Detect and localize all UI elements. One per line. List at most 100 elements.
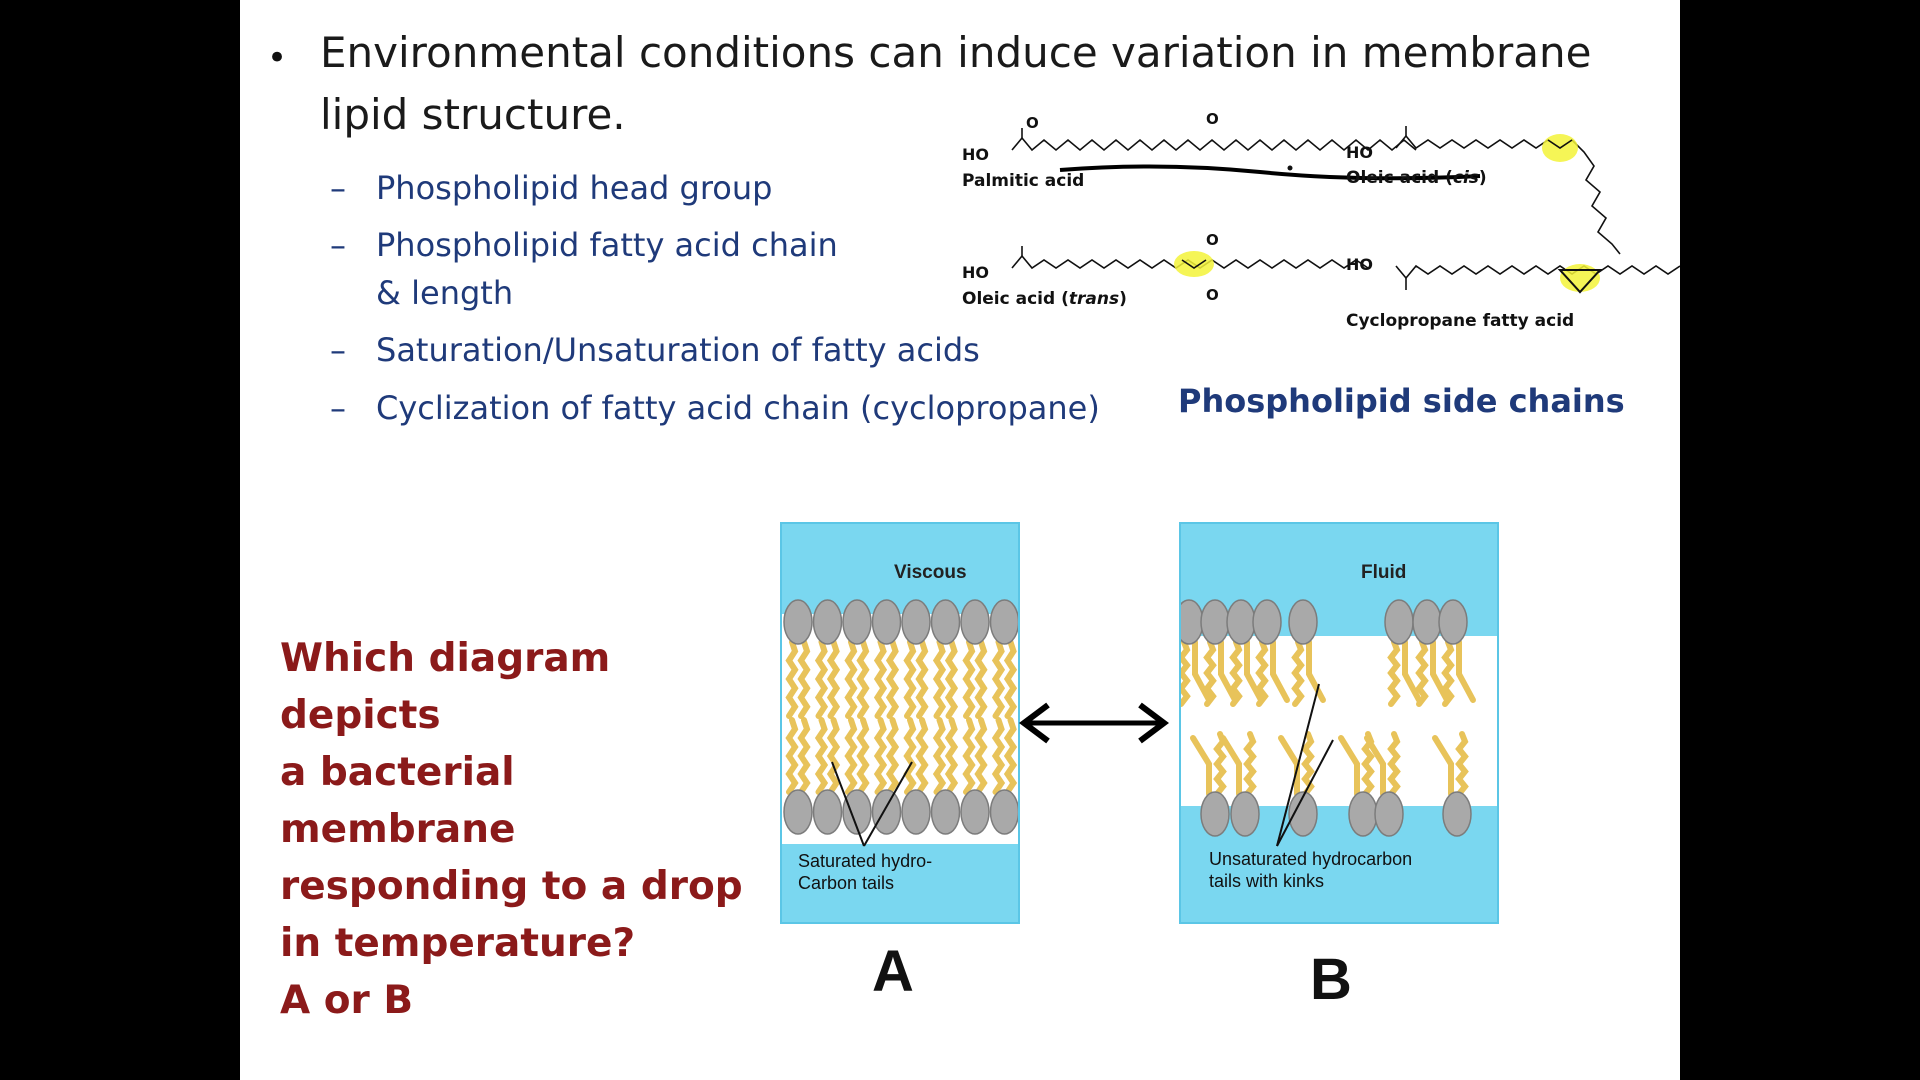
oleic-trans-label: Oleic acid (trans) xyxy=(962,289,1127,309)
highlight-icon xyxy=(1174,251,1214,277)
diagram-b-letter: B xyxy=(1310,947,1352,1012)
lipid-tail-icon xyxy=(785,639,799,719)
lipid-head-icon xyxy=(901,599,931,645)
lipid-head-icon xyxy=(1442,791,1472,837)
lipid-head-icon xyxy=(842,789,872,835)
oxygen-label: O xyxy=(1206,286,1219,304)
bullet-dot-icon: • xyxy=(267,38,288,78)
lipid-head-icon xyxy=(783,599,813,645)
double-arrow-icon xyxy=(1019,702,1169,744)
phospholipid-side-chains-title: Phospholipid side chains xyxy=(1178,382,1625,420)
viscous-membrane-icon xyxy=(782,599,1018,847)
lipid-head-icon xyxy=(1181,599,1204,645)
lipid-tail-icon xyxy=(1387,639,1401,707)
lipid-head-icon xyxy=(783,789,813,835)
lipid-head-icon xyxy=(901,789,931,835)
lipid-tail-icon xyxy=(962,717,976,795)
unsaturated-tails-note: Unsaturated hydrocarbon tails with kinks xyxy=(1209,849,1413,891)
lipid-head-icon xyxy=(960,599,990,645)
lipid-tail-icon xyxy=(915,717,929,795)
lipid-tail-icon xyxy=(797,639,811,719)
palmitic-chain-icon xyxy=(1011,136,1417,152)
hydroxyl-label: HO xyxy=(1346,255,1373,274)
fluid-label: Fluid xyxy=(1361,562,1407,583)
oxygen-label: O xyxy=(1206,231,1219,249)
lipid-tail-icon xyxy=(885,717,900,795)
oleic-cis-label: Oleic acid (cis) xyxy=(1346,168,1487,188)
lipid-tail-icon xyxy=(797,717,811,795)
lipid-tail-icon xyxy=(1190,735,1212,797)
lipid-tail-icon xyxy=(1456,639,1476,703)
lipid-tail-icon xyxy=(826,717,841,795)
lipid-head-icon xyxy=(871,599,902,645)
lipid-tail-icon xyxy=(903,717,917,795)
lipid-tail-icon xyxy=(1003,717,1018,795)
lipid-tail-icon xyxy=(814,717,829,795)
dash-icon: – xyxy=(330,389,346,427)
lipid-head-icon xyxy=(989,789,1018,835)
lipid-tail-icon xyxy=(1243,731,1257,797)
lipid-head-icon xyxy=(1288,791,1318,837)
sub-bullet-cyclization: – Cyclization of fatty acid chain (cyclo… xyxy=(330,384,1100,432)
lipid-tail-icon xyxy=(974,717,988,795)
dash-icon: – xyxy=(330,169,346,207)
lipid-tail-icon xyxy=(1278,735,1300,797)
lipid-head-icon xyxy=(1288,599,1318,645)
oxygen-label: O xyxy=(1026,114,1039,132)
lipid-tail-icon xyxy=(844,639,858,719)
lipid-head-icon xyxy=(1230,791,1260,837)
lipid-head-icon xyxy=(842,599,872,645)
lipid-head-icon xyxy=(930,789,961,835)
presentation-slide: • Environmental conditions can induce va… xyxy=(240,0,1680,1080)
hydroxyl-label: HO xyxy=(962,263,989,282)
lipid-tail-icon xyxy=(814,639,829,719)
lipid-head-icon xyxy=(1438,599,1468,645)
sub-bullet-head-group: – Phospholipid head group xyxy=(330,164,772,212)
lipid-tail-icon xyxy=(1306,639,1326,703)
lipid-tail-icon xyxy=(785,717,799,795)
lipid-tail-icon xyxy=(915,639,929,719)
lipid-tail-icon xyxy=(1455,731,1469,797)
lipid-tail-icon xyxy=(1220,735,1242,797)
lipid-tail-icon xyxy=(944,717,959,795)
sub-bullet-chain-length: – Phospholipid fatty acid chain & length xyxy=(330,221,838,317)
lipid-head-icon xyxy=(1226,599,1256,645)
dash-icon: – xyxy=(330,226,346,264)
lipid-tail-icon xyxy=(1270,639,1290,703)
lipid-tail-icon xyxy=(962,639,976,719)
lipid-tail-icon xyxy=(974,639,988,719)
lipid-head-icon xyxy=(960,789,990,835)
lipid-head-icon xyxy=(812,599,843,645)
lipid-tail-icon xyxy=(1432,735,1454,797)
lipid-tail-icon xyxy=(1213,731,1227,797)
membrane-diagram-a: Viscous Saturated hydro- Carbon tails xyxy=(780,522,1020,924)
lipid-tail-icon xyxy=(1255,639,1269,707)
dash-icon: – xyxy=(330,331,346,369)
lipid-tail-icon xyxy=(991,717,1006,795)
cyclopropane-chain-icon xyxy=(1395,264,1680,280)
lipid-head-icon xyxy=(1252,599,1282,645)
lipid-tail-icon xyxy=(856,717,870,795)
viscous-label: Viscous xyxy=(894,562,967,583)
lipid-head-icon xyxy=(1384,599,1414,645)
lipid-tail-icon xyxy=(1430,639,1450,703)
lipid-tail-icon xyxy=(844,717,858,795)
oleic-cis-chain-icon xyxy=(1395,134,1621,255)
fluid-membrane-icon xyxy=(1181,599,1497,847)
lipid-tail-icon xyxy=(1338,735,1360,797)
lipid-head-icon xyxy=(1348,791,1378,837)
palmitic-acid-label: Palmitic acid xyxy=(962,171,1084,191)
fatty-acid-structures: O O O O HO HO HO HO Palmitic acid Oleic … xyxy=(962,110,1680,331)
lipid-head-icon xyxy=(1412,599,1442,645)
lipid-tail-icon xyxy=(932,639,947,719)
saturated-tails-note: Saturated hydro- Carbon tails xyxy=(798,851,933,893)
lipid-tail-icon xyxy=(1364,735,1386,797)
lipid-head-icon xyxy=(1200,791,1230,837)
diagram-a-letter: A xyxy=(872,939,914,1004)
sub-bullet-saturation: – Saturation/Unsaturation of fatty acids xyxy=(330,326,980,374)
question-text: Which diagram depicts a bacterial membra… xyxy=(280,636,743,1023)
main-bullet-text: Environmental conditions can induce vari… xyxy=(320,28,1592,139)
membrane-diagram-b: Fluid Unsaturated hydrocarbon tails with… xyxy=(1179,522,1499,924)
lipid-tail-icon xyxy=(1229,639,1243,707)
hydroxyl-label: HO xyxy=(962,145,989,164)
